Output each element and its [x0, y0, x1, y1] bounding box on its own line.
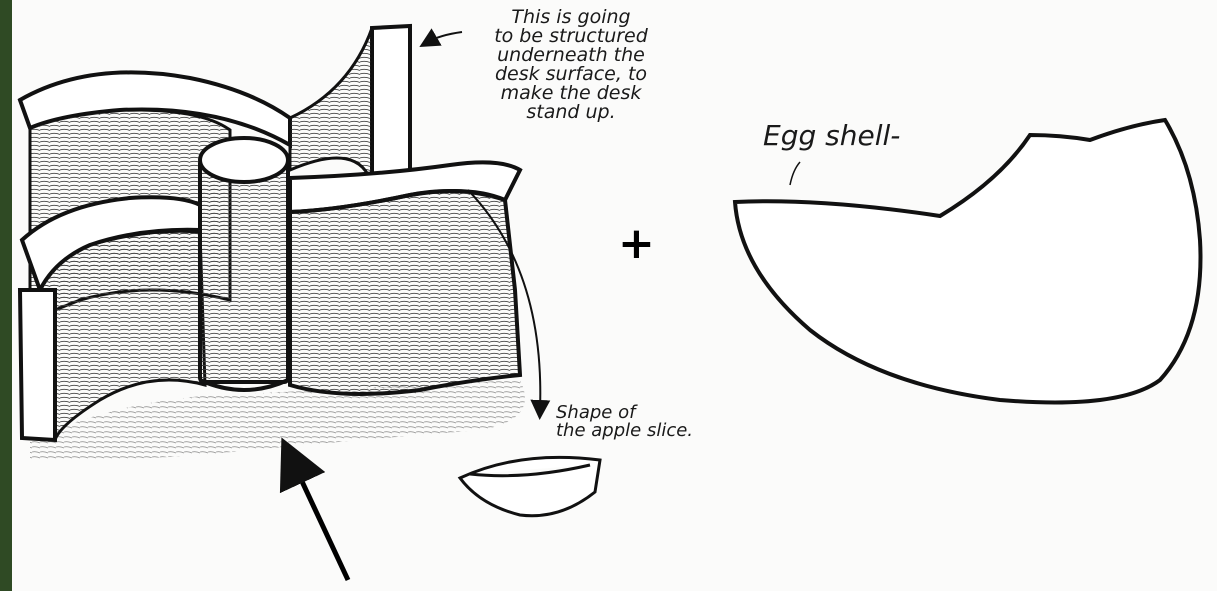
apple-note: Shape of the apple slice. [556, 404, 693, 440]
apple-note-line-2: the apple slice. [556, 422, 693, 440]
structure-note-line-6: stand up. [466, 103, 676, 122]
central-cylinder [200, 138, 288, 390]
plus-sign: + [618, 222, 655, 266]
structure-note-arrow [428, 32, 462, 42]
egg-shell-label: Egg shell- [763, 122, 900, 150]
bottom-pointer-arrow [292, 460, 348, 580]
apple-slice-shape [460, 457, 600, 515]
egg-label-pointer [790, 162, 800, 185]
egg-shell-shape [735, 120, 1201, 403]
structure-note: This is going to be structured underneat… [466, 8, 676, 122]
front-right-panel [290, 162, 520, 394]
back-right-fin [290, 26, 410, 190]
